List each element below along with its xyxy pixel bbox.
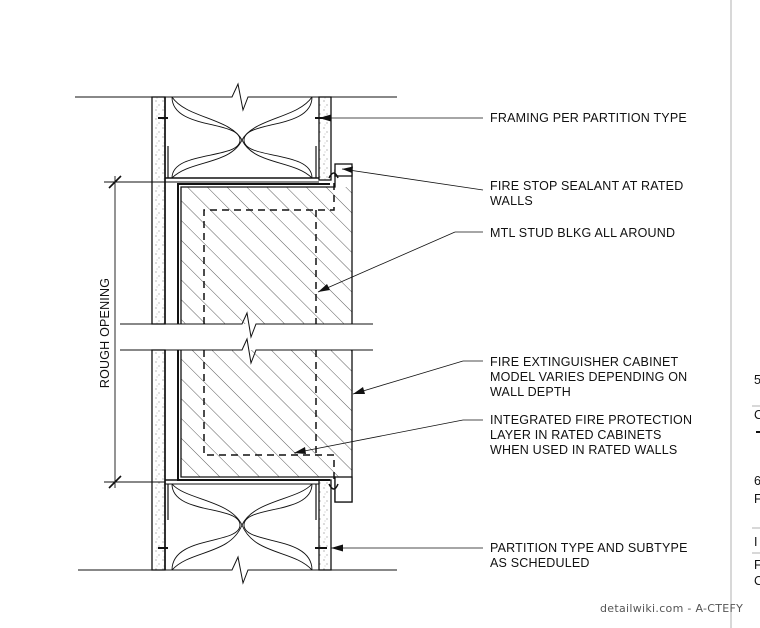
side-fragment-5: F xyxy=(754,558,760,572)
note-cabinet-line-3: WALL DEPTH xyxy=(490,385,571,399)
note-protection-line-1: INTEGRATED FIRE PROTECTION xyxy=(490,413,692,427)
side-fragment-0: 5 xyxy=(754,373,760,387)
sheet-border xyxy=(730,0,760,628)
rough-opening-dimension xyxy=(104,175,165,489)
side-fragment-1: C xyxy=(754,408,760,422)
side-fragment-2: 6 xyxy=(754,474,760,488)
callout-notes: FRAMING PER PARTITION TYPE FIRE STOP SEA… xyxy=(490,111,692,570)
side-panel-text: 5 C 6 F I F C xyxy=(754,373,760,588)
leader-lines xyxy=(293,117,484,549)
note-firestop-line-2: WALLS xyxy=(490,194,533,208)
note-protection-line-3: WHEN USED IN RATED WALLS xyxy=(490,443,677,457)
note-framing: FRAMING PER PARTITION TYPE xyxy=(490,111,687,125)
side-fragment-4: I xyxy=(754,535,757,549)
side-fragment-3: F xyxy=(754,492,760,506)
note-blocking: MTL STUD BLKG ALL AROUND xyxy=(490,226,675,240)
wall-section xyxy=(75,82,397,585)
leader-arrowheads xyxy=(294,114,365,552)
note-cabinet-line-2: MODEL VARIES DEPENDING ON xyxy=(490,370,687,384)
note-partition-line-1: PARTITION TYPE AND SUBTYPE xyxy=(490,541,688,555)
note-firestop-line-1: FIRE STOP SEALANT AT RATED xyxy=(490,179,683,193)
note-cabinet-line-1: FIRE EXTINGUISHER CABINET xyxy=(490,355,679,369)
side-fragment-6: C xyxy=(754,574,760,588)
cabinet-section xyxy=(180,163,353,503)
note-partition-line-2: AS SCHEDULED xyxy=(490,556,590,570)
rough-opening-label: ROUGH OPENING xyxy=(98,278,112,388)
note-protection-line-2: LAYER IN RATED CABINETS xyxy=(490,428,662,442)
watermark: detailwiki.com - A-CTEFY xyxy=(600,602,743,615)
